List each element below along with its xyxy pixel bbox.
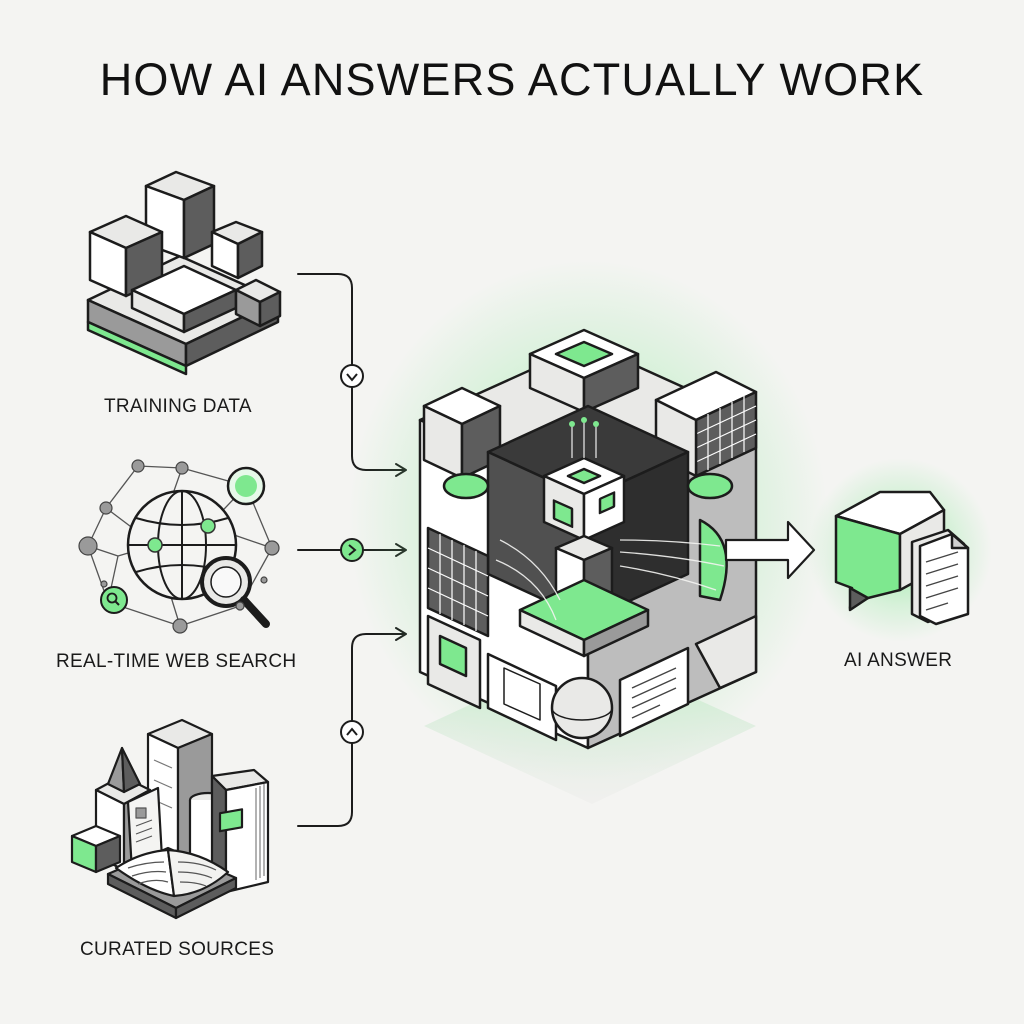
globe-network-icon <box>78 459 280 634</box>
page-title: HOW AI ANSWERS ACTUALLY WORK <box>99 54 925 105</box>
ai-answer-label: AI ANSWER <box>844 650 953 671</box>
books-and-buildings-icon <box>70 718 270 920</box>
curated-sources-label: CURATED SOURCES <box>80 939 275 960</box>
arrow-to-answer <box>724 520 816 580</box>
web-search-label: REAL-TIME WEB SEARCH <box>56 651 297 672</box>
stacked-blocks-icon <box>86 170 282 376</box>
ai-engine-cube-icon <box>348 260 828 804</box>
answer-document-icon <box>808 458 992 642</box>
training-data-label: TRAINING DATA <box>104 396 252 417</box>
